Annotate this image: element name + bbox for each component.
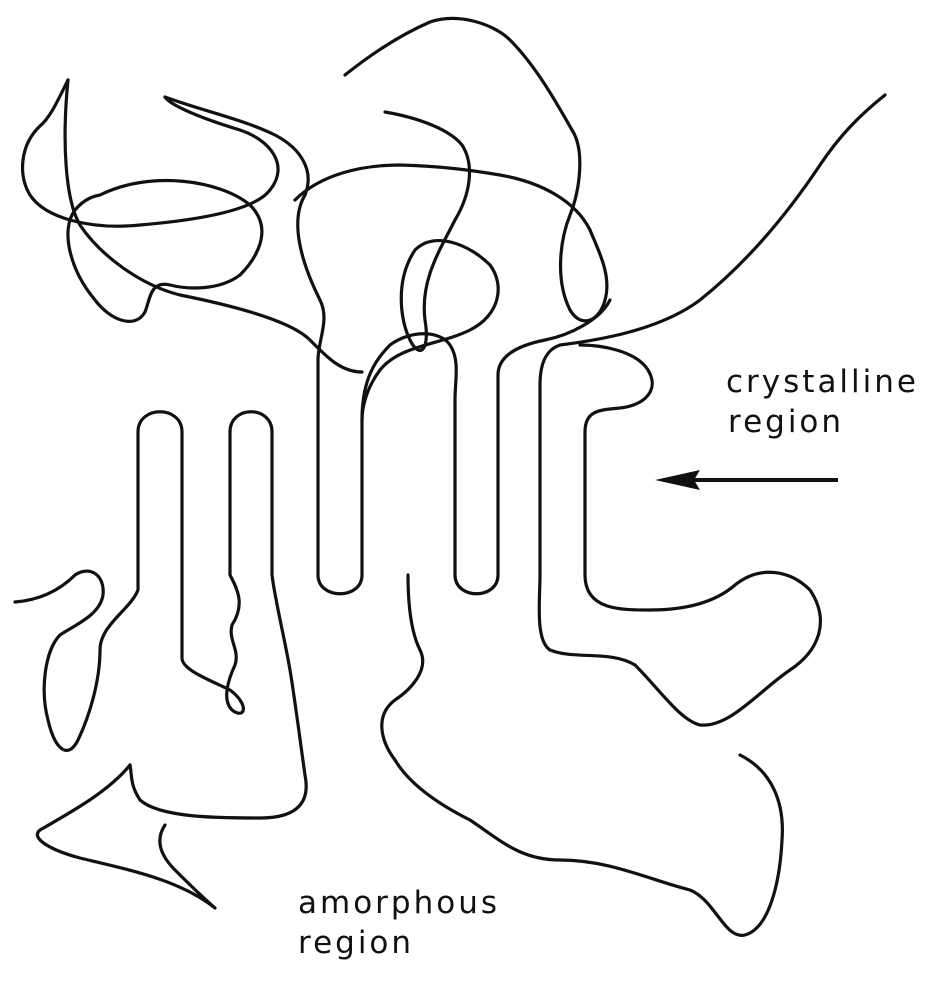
amorphous-region-label: amorphous region — [298, 883, 500, 963]
chain-h — [362, 112, 498, 420]
chain-g — [345, 18, 607, 320]
chain-f — [382, 575, 783, 935]
chain-j — [68, 181, 262, 322]
chain-c — [37, 765, 215, 908]
amorphous-label-line2: region — [298, 923, 500, 963]
chain-k — [295, 165, 590, 230]
chain-a — [23, 80, 278, 226]
crystalline-region-label: crystalline region — [726, 362, 919, 442]
arrow-icon — [655, 470, 838, 490]
crystalline-label-line2: region — [726, 402, 919, 442]
amorphous-label-line1: amorphous — [298, 883, 500, 923]
chain-b — [15, 412, 306, 818]
crystalline-label-line1: crystalline — [726, 362, 919, 402]
chain-d — [165, 97, 610, 594]
